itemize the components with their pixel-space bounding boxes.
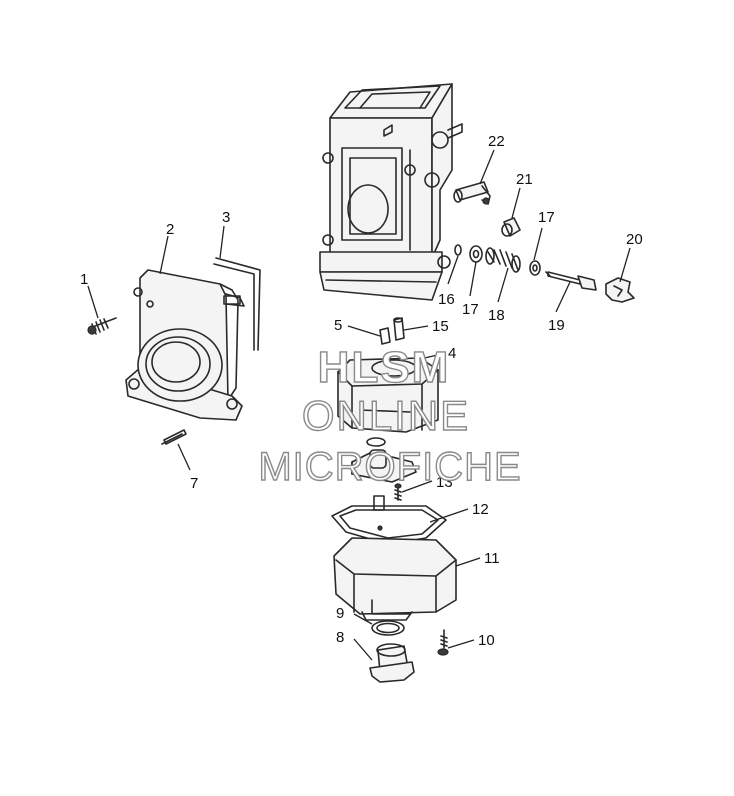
callout-15: 15: [432, 318, 449, 335]
bowl-top-part-4: [337, 357, 439, 433]
watermark-line-2: ONLINE: [302, 392, 470, 439]
callout-3: 3: [222, 209, 230, 226]
screw-part-10: [437, 629, 449, 656]
callout-20: 20: [626, 231, 643, 248]
callout-8: 8: [336, 629, 344, 646]
watermark-line-3: MICROFICHE: [258, 445, 521, 489]
float-part: [351, 449, 417, 483]
fitting-part-5-15: [379, 317, 405, 345]
leader-lines: [87, 149, 631, 661]
callout-21: 21: [516, 171, 533, 188]
intake-adapter: [125, 269, 245, 421]
washer-part-17b: [529, 260, 541, 276]
callout-5: 5: [334, 317, 342, 334]
plug-part-21: [501, 217, 521, 237]
callout-12: 12: [472, 501, 489, 518]
oring-part-16: [454, 244, 462, 256]
oring-small: [366, 437, 386, 447]
drain-plug-part-8: [369, 643, 415, 683]
fitting-part-22: [453, 181, 491, 205]
callout-13: 13: [436, 474, 453, 491]
screw-part-13: [394, 483, 402, 501]
callout-2: 2: [166, 221, 174, 238]
callout-16: 16: [438, 291, 455, 308]
callout-22: 22: [488, 133, 505, 150]
callout-17b: 17: [538, 209, 555, 226]
callout-labels: 1 2 3 4 5 7 8 9 10 11 12 13 15 16 17 17 …: [80, 133, 643, 649]
callout-9: 9: [336, 605, 344, 622]
pin-part-7: [161, 429, 187, 445]
gasket-part-3: [213, 257, 261, 351]
callout-19: 19: [548, 317, 565, 334]
watermark: HLSM ONLINE MICROFICHE: [258, 342, 522, 489]
spring-part-18: [485, 247, 521, 273]
watermark-line-1: HLSM: [318, 343, 451, 392]
oring-part-9: [371, 620, 405, 636]
callout-7: 7: [190, 475, 198, 492]
washer-part-17a: [469, 245, 483, 263]
needle-part-19: [545, 271, 597, 291]
gasket-part-12: [331, 495, 447, 545]
float-bowl-part-11: [333, 537, 457, 621]
callout-4: 4: [448, 345, 456, 362]
callout-17a: 17: [462, 301, 479, 318]
callout-1: 1: [80, 271, 88, 288]
callout-10: 10: [478, 632, 495, 649]
screw-part-1: [87, 317, 117, 335]
knob-part-20: [605, 277, 635, 303]
callout-18: 18: [488, 307, 505, 324]
carburetor-body: [319, 83, 463, 301]
callout-11: 11: [484, 550, 500, 567]
